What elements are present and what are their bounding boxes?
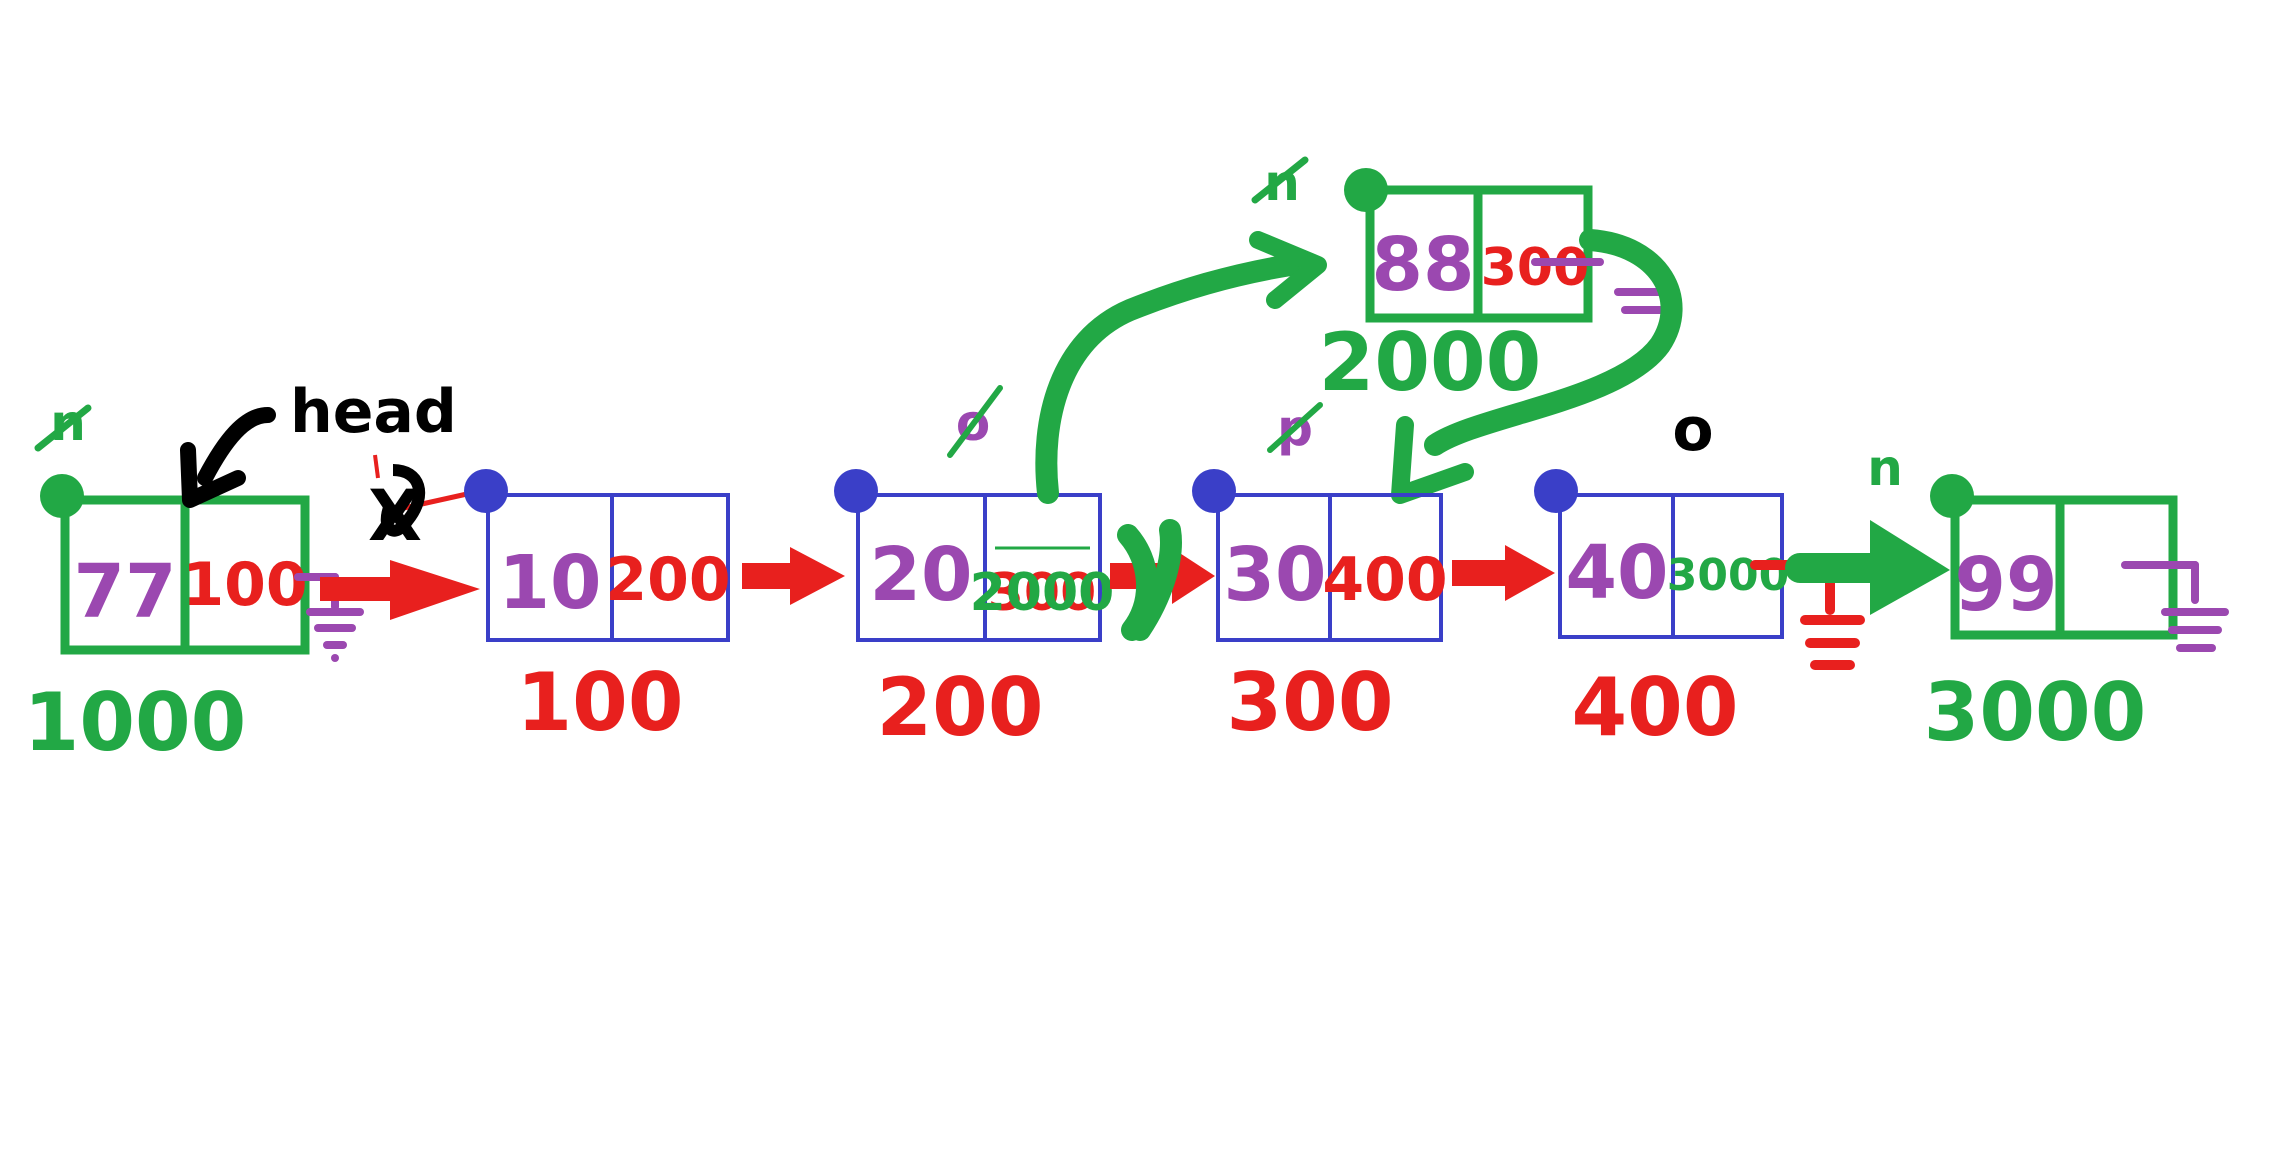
node-400-value: 40 (1566, 530, 1669, 616)
node-3000-value: 99 (1955, 542, 2058, 628)
node-200-next: 2000 (970, 563, 1115, 623)
node-3000-address: 3000 (1924, 666, 2147, 759)
node-100-next: 200 (605, 545, 730, 615)
arrow-100-to-200 (742, 547, 845, 605)
node-100: 10 200 100 (464, 469, 731, 749)
arrow-200-to-2000 (1035, 254, 1301, 504)
arrow-200-to-2000-head-icon (1249, 231, 1327, 309)
node-3000-pointer-label: n (1867, 439, 1903, 497)
arrow-300-to-400 (1452, 545, 1555, 601)
node-2000-address: 2000 (1319, 316, 1542, 409)
node-300-next: 400 (1322, 545, 1447, 615)
node-200-address: 200 (877, 661, 1044, 754)
node-1000-dot (40, 474, 84, 518)
node-2000: 88 300 2000 n (1251, 154, 1593, 409)
node-3000: 99 3000 n (1867, 439, 2178, 759)
head-arrowhead-icon (180, 442, 246, 508)
node-300-address: 300 (1227, 656, 1394, 749)
cross-scribble-icon (380, 464, 426, 537)
node-200-dot (834, 469, 878, 513)
node-300: 30 400 300 p (1192, 399, 1448, 749)
node-400-address: 400 (1572, 661, 1739, 754)
node-300-dot (1192, 469, 1236, 513)
node-2000-value: 88 (1372, 222, 1475, 308)
node-2000-dot (1344, 168, 1388, 212)
node-300-value: 30 (1224, 532, 1327, 618)
arrow-2000-to-300 (1424, 229, 1683, 456)
node-400-next: 3000 (1667, 550, 1789, 601)
head-arrow-icon (197, 407, 276, 486)
node-200-next-overwritten: 300 (988, 563, 1097, 623)
node-400: 40 3000 400 o (1534, 395, 1789, 754)
node-1000-label-strike (34, 404, 92, 452)
node-2000-next: 300 (1481, 238, 1590, 298)
node-1000-address: 1000 (24, 676, 247, 769)
node-200-label-strike (947, 385, 1003, 458)
node-100-dot (464, 469, 508, 513)
node-1000-next: 100 (182, 550, 307, 620)
node-400-dot (1534, 469, 1578, 513)
node-200-value: 20 (870, 532, 973, 618)
node-100-value: 10 (499, 540, 602, 626)
node-1000-value: 77 (74, 549, 177, 635)
node-3000-dot (1930, 474, 1974, 518)
node-300-label-strike (1267, 402, 1323, 453)
old-null-ground-icon (1531, 258, 1669, 314)
tail-null-ground-icon (2121, 561, 2229, 652)
old-head-pointer: X (368, 454, 486, 557)
arrow-1000-to-100 (320, 560, 480, 620)
node-2000-label-strike (1251, 156, 1309, 204)
node-400-pointer-label: o (1672, 395, 1713, 465)
node-1000: 77 100 1000 n (24, 394, 310, 769)
cut-mark-icon (1117, 519, 1182, 641)
node-2000-pointer-label: n (1264, 154, 1300, 212)
node-200: 20 300 2000 200 o (834, 385, 1115, 754)
arrow-400-to-3000 (1785, 520, 1950, 615)
head-label: head (290, 377, 457, 447)
node-100-address: 100 (517, 656, 684, 749)
